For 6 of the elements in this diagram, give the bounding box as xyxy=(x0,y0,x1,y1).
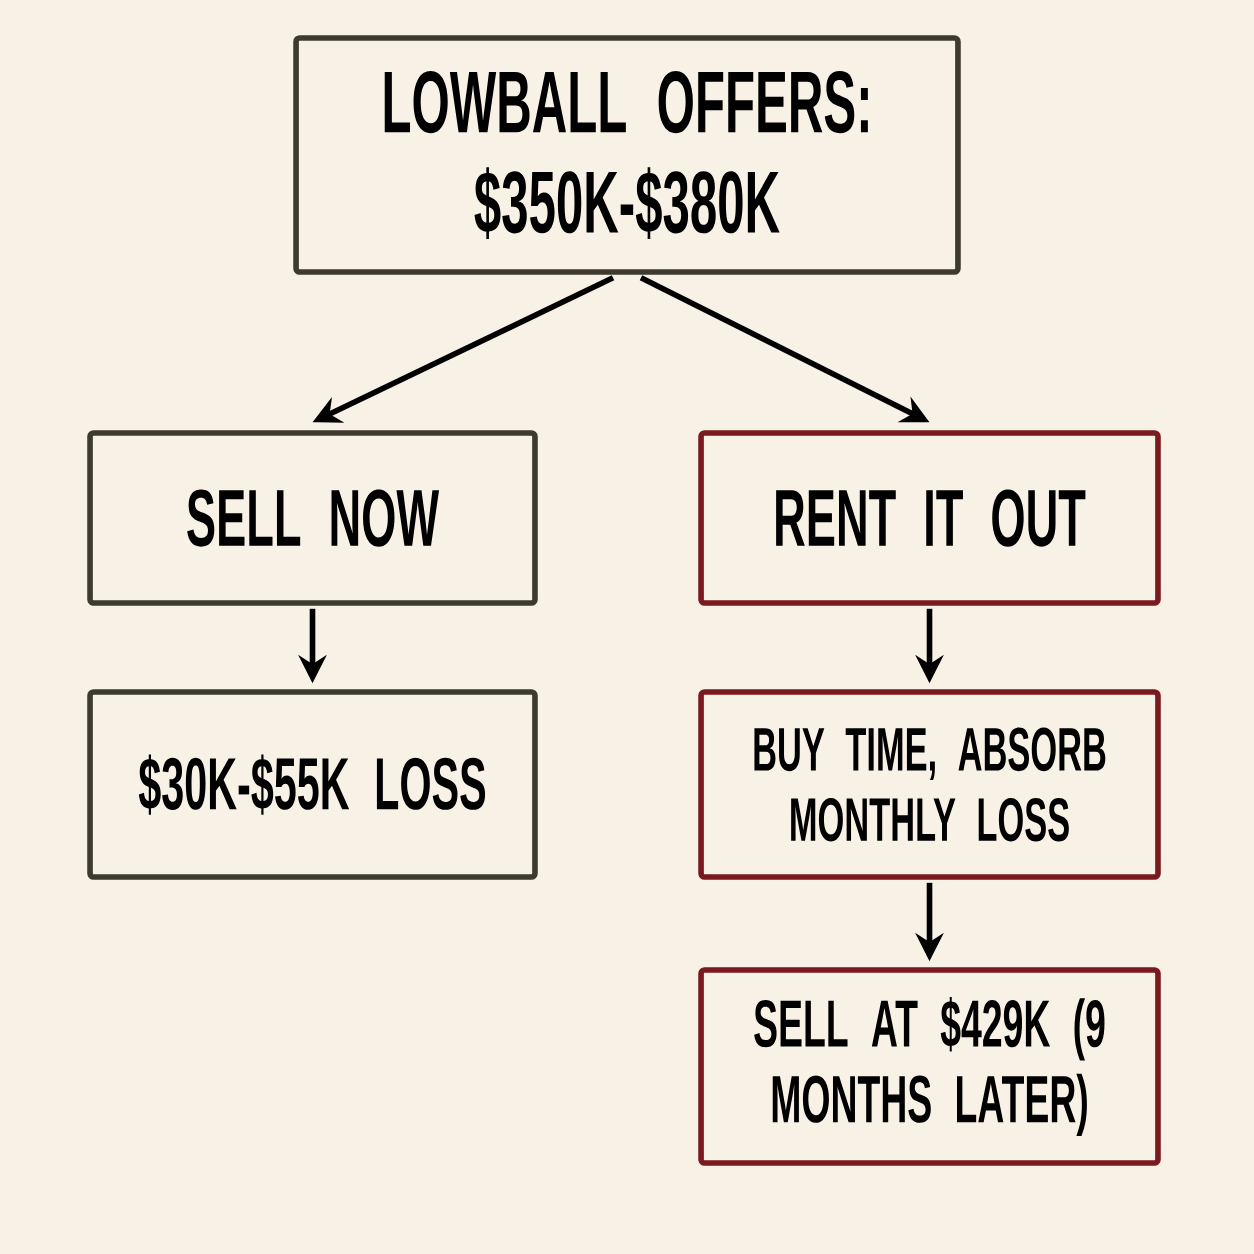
process-box: SELL AT $429K (9 MONTHS LATER) xyxy=(698,967,1161,1166)
process-box: RENT IT OUT xyxy=(698,430,1161,606)
process-box: $30K-$55K LOSS xyxy=(87,689,538,880)
process-box: BUY TIME, ABSORB MONTHLY LOSS xyxy=(698,689,1161,880)
process-box: LOWBALL OFFERS: $350K-$380K xyxy=(293,35,961,275)
process-box: SELL NOW xyxy=(87,430,538,606)
